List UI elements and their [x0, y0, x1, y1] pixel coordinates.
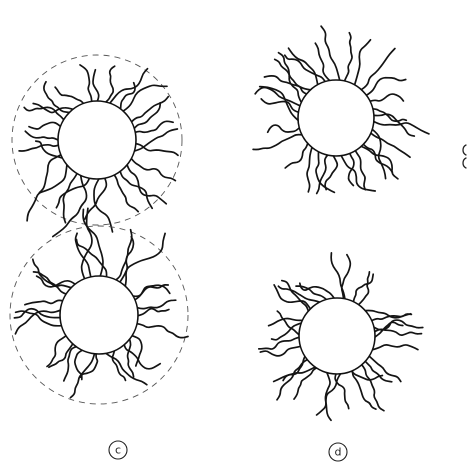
polymer-chain	[282, 281, 309, 311]
polymer-chain	[132, 336, 142, 366]
polymer-chain	[345, 33, 353, 81]
polymer-chain	[300, 283, 334, 298]
polymer-chain	[371, 133, 410, 157]
polymer-chain	[137, 300, 176, 308]
polymer-chain	[39, 155, 61, 193]
polymer-chain	[137, 324, 188, 338]
polymer-chain	[76, 233, 91, 277]
panel-label-d: d	[329, 443, 347, 461]
particle-d-bottom	[259, 253, 423, 420]
polymer-chain	[121, 83, 135, 109]
polymer-chain	[47, 336, 66, 367]
panel-d	[253, 26, 429, 420]
polymer-chain	[106, 66, 115, 102]
polymer-chain	[268, 125, 300, 132]
particle-d-bottom-core	[299, 298, 375, 374]
particle-c-top	[12, 55, 182, 237]
polymer-chain	[25, 131, 58, 140]
polymer-chain	[135, 121, 173, 132]
polymer-chain	[341, 156, 375, 191]
polymer-chain	[361, 49, 395, 90]
polymer-chain	[366, 78, 405, 96]
polymer-chain	[307, 147, 312, 192]
polymer-chain	[353, 274, 373, 302]
polymer-chain	[80, 65, 92, 102]
polymer-chain	[372, 345, 418, 350]
polymer-chain	[110, 69, 148, 104]
polymer-chain	[136, 144, 178, 156]
particle-c-bottom-core	[60, 276, 138, 354]
label-d-text: d	[335, 446, 342, 459]
particle-d-top-core	[298, 80, 374, 156]
polymer-chain	[353, 371, 376, 409]
particle-c-top-core	[58, 101, 136, 179]
polymer-chain	[75, 350, 83, 379]
polymer-chain	[261, 99, 298, 112]
label-c-text: c	[115, 444, 121, 457]
polymer-chain	[33, 259, 71, 287]
polymer-chain	[325, 156, 337, 190]
edge-mark	[463, 145, 466, 168]
polymer-chain	[134, 103, 160, 129]
particle-d-top	[253, 26, 429, 193]
polymer-chain	[112, 351, 125, 381]
polymer-chain	[283, 356, 305, 380]
polymer-chain	[369, 356, 401, 381]
polymer-chain	[25, 300, 63, 304]
polymer-chain	[55, 87, 83, 103]
polymer-chain	[93, 70, 99, 101]
polymer-chain	[317, 374, 341, 415]
polymer-chain	[125, 230, 131, 287]
polymer-chain	[29, 122, 60, 129]
polymer-chain	[355, 40, 371, 85]
polymer-chain	[370, 94, 403, 101]
polymer-chain	[138, 309, 169, 316]
polymer-chain	[325, 373, 331, 421]
polymer-chain	[94, 179, 113, 232]
panel-label-c: c	[109, 441, 127, 459]
polymer-chain	[374, 122, 429, 134]
polymer-chain	[106, 353, 147, 384]
polymer-chain	[128, 339, 134, 377]
polymer-chain	[359, 272, 370, 305]
polymer-chain	[19, 145, 58, 151]
polymer-chain	[285, 143, 308, 168]
panel-c	[10, 55, 188, 404]
particle-c-bottom	[10, 208, 188, 404]
polymer-chain	[253, 135, 302, 150]
polymer-chain	[331, 253, 345, 299]
polymer-chain	[131, 159, 175, 181]
